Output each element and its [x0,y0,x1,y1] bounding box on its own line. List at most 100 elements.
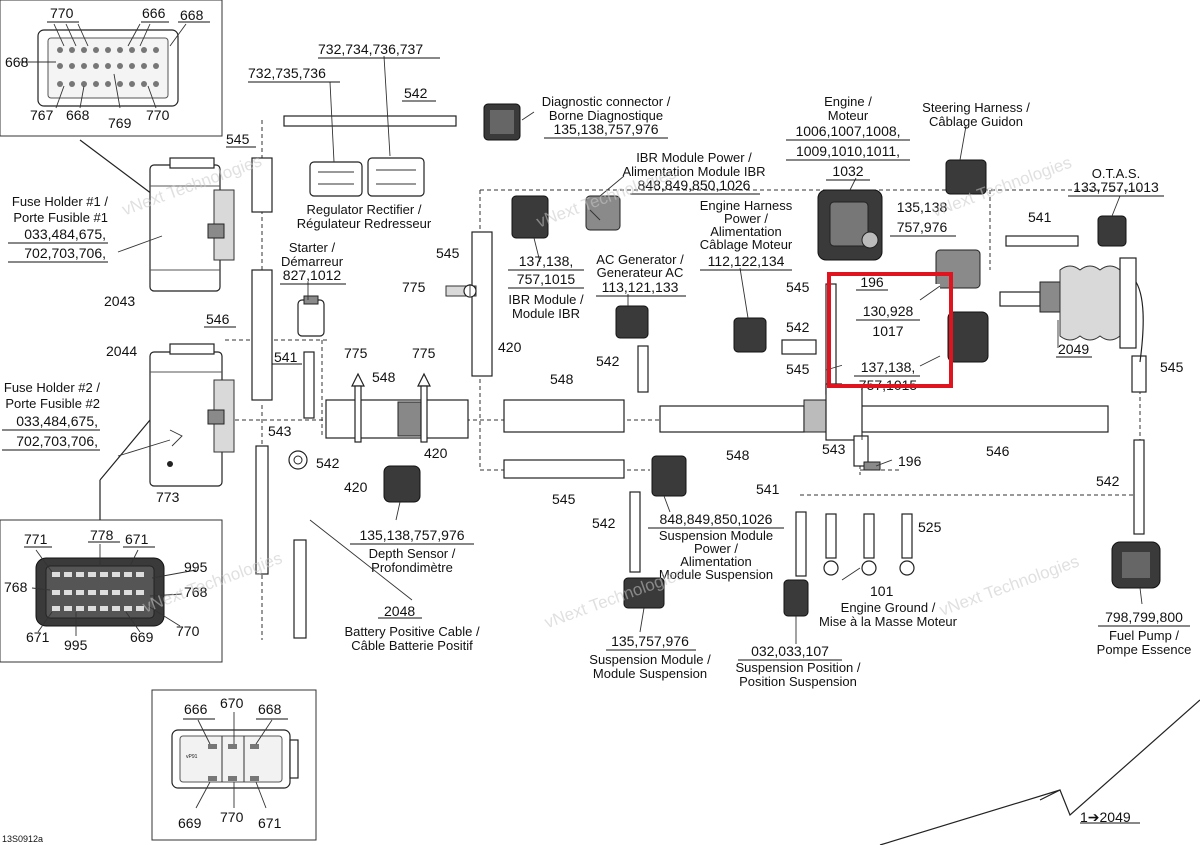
ac-generator-connector [615,305,649,339]
suspension-power-connector [651,455,687,497]
fuel-pump-2049-label: 2049 [1058,341,1089,357]
starter-connector [297,295,325,337]
callout-671: 671 [125,531,149,547]
cable-543-label: 543 [268,423,292,439]
fuse-holder-2 [149,343,235,487]
callout-770: 770 [146,107,170,123]
engine-harness-codes: 112,122,134 [708,253,785,269]
fuel-pump-cable-542-label: 542 [1096,473,1120,489]
steering-codes: 135,138 [897,199,948,215]
fuel-pump-connector [1111,541,1161,589]
callout-768: 768 [184,584,208,600]
fuse-holder-1-codes2: 702,703,706, [24,245,106,261]
footer-ref: 1➔2049 [1080,809,1131,825]
highlight-137-138: 137,138, [861,359,916,375]
suspension-power-label3: Alimentation [680,554,752,569]
highlight-1017: 1017 [872,323,903,339]
steering-label: Steering Harness / [922,100,1030,115]
callout-995: 995 [64,637,88,653]
ibr-cable-545-label: 545 [436,245,460,261]
battery-cable-label: Battery Positive Cable / [344,624,480,639]
figure-code: 13S0912a [2,834,43,844]
starter-codes: 827,1012 [283,267,342,283]
fuse-holder-1-label-fr: Porte Fusible #1 [13,210,108,225]
diagnostic-connector [483,103,521,141]
engine-ground-label: Engine Ground / [841,600,936,615]
cable-541-label: 541 [274,349,298,365]
engine-label-fr: Moteur [828,108,869,123]
depth-sensor-connector [383,465,421,503]
depth-sensor-label-fr: Profondimètre [371,560,453,575]
cable-542-susp-label: 542 [592,515,616,531]
starter-label: Starter / [289,240,336,255]
depth-sensor-label: Depth Sensor / [369,546,456,561]
otas-connector [1097,215,1127,247]
regulator-rectifier [309,157,425,197]
suspension-position-label-fr: Position Suspension [739,674,857,689]
engine-codes: 1006,1007,1008, [795,123,900,139]
ibr-stud-775-label: 775 [402,279,426,295]
ibr-power-codes: 848,849,850,1026 [638,177,751,193]
ibr-module-label-fr: Module IBR [512,306,580,321]
depth-sensor-codes: 135,138,757,976 [359,527,464,543]
cable-546-right-label: 546 [986,443,1010,459]
suspension-position-connector [783,579,809,617]
steering-codes2: 757,976 [897,219,948,235]
fuel-pump-codes: 798,799,800 [1105,609,1183,625]
ac-generator-label: AC Generator / [596,252,684,267]
diagnostic-label-fr: Borne Diagnostique [549,108,663,123]
cable-545-label: 545 [226,131,250,147]
bus-548-label: 548 [372,369,396,385]
callout-769: 769 [108,115,132,131]
cable-541-susp-label: 541 [756,481,780,497]
fuel-pump-label: Fuel Pump / [1109,628,1179,643]
callout-671: 671 [258,815,282,831]
engine-unit [817,189,883,261]
callout-668: 668 [180,7,204,23]
suspension-power-codes: 848,849,850,1026 [660,511,773,527]
fuse-holder-2-codes2: 702,703,706, [16,433,98,449]
regulator-codes2: 732,735,736 [248,65,326,81]
cable-541-otas-label: 541 [1028,209,1052,225]
cables [251,115,1147,639]
diagnostic-label: Diagnostic connector / [542,94,671,109]
callout-768: 768 [4,579,28,595]
suspension-power-label: Suspension Module [659,528,773,543]
battery-cable-label-fr: Câble Batterie Positif [351,638,473,653]
inset-bottom-left: 771 778 671 995 768 768 671 995 669 770 [0,519,223,663]
fuse-holder-1-code: 2043 [104,293,135,309]
cable-543-eng-label: 543 [822,441,846,457]
regulator-label-fr: Régulateur Redresseur [297,216,432,231]
fuse-holder-1 [149,157,235,292]
fuse-holder-1-codes: 033,484,675, [24,226,106,242]
engine-codes2: 1009,1010,1011, [796,143,900,159]
engine-harness-label2: Power / [724,211,768,226]
callout-669: 669 [130,629,154,645]
fuse-holder-1-label: Fuse Holder #1 / [12,194,108,209]
callout-995: 995 [184,559,208,575]
stud-775-b-label: 775 [412,345,436,361]
cable-542-left-label: 542 [316,455,340,471]
steering-label-fr: Câblage Guidon [929,114,1023,129]
fuse-holder-2-label-fr: Porte Fusible #2 [5,396,100,411]
ground-525-label: 525 [918,519,942,535]
fuse-holder-2-lower-code: 773 [156,489,180,505]
engine-harness-label3: Alimentation [710,224,782,239]
callout-671: 671 [26,629,50,645]
component-labels: Fuse Holder #1 / Porte Fusible #1 033,48… [2,41,1191,689]
cable-545-eng-label: 545 [786,279,810,295]
callout-668: 668 [66,107,90,123]
regulator-codes: 732,734,736,737 [318,41,423,57]
starter-label-fr: Démarreur [281,254,344,269]
callout-669: 669 [178,815,202,831]
steering-connector [935,159,989,363]
fuel-pump-cable-545-label: 545 [1160,359,1184,375]
regulator-label: Regulator Rectifier / [307,202,422,217]
ground-196-label: 196 [898,453,922,469]
engine-label: Engine / [824,94,872,109]
suspension-module-label-fr: Module Suspension [593,666,707,681]
fuse-holder-2-label: Fuse Holder #2 / [4,380,100,395]
ibr-module-codes2: 757,1015 [517,271,576,287]
highlight-box [827,272,953,388]
